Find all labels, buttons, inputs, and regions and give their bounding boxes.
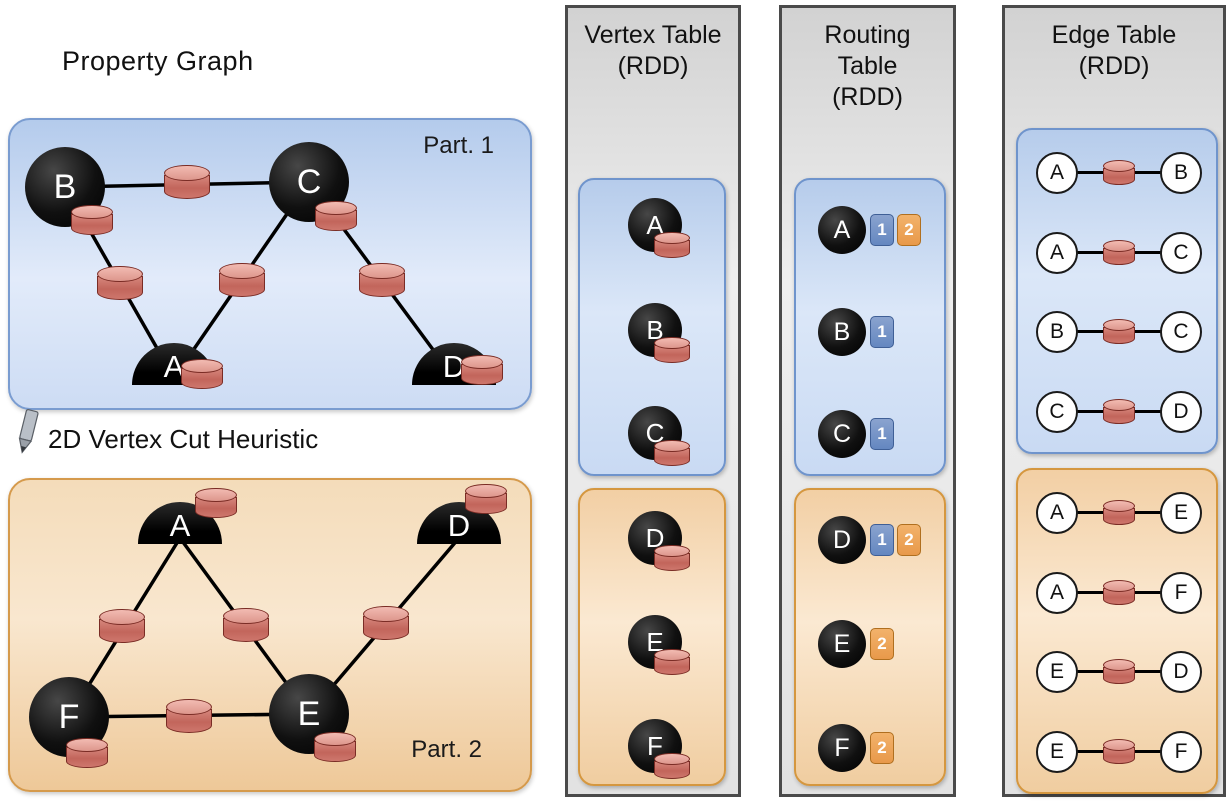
edge-src-vertex: E	[1036, 731, 1078, 773]
routing-row-vertex: C	[818, 410, 866, 458]
edge-property-cylinder	[1103, 580, 1135, 605]
partition-badge: 1	[870, 316, 894, 348]
partition-badge: 1	[870, 214, 894, 246]
routing-row-vertex: D	[818, 516, 866, 564]
pencil-icon	[18, 409, 39, 454]
edge-src-vertex: A	[1036, 492, 1078, 534]
routing-table-partition2-box: D 1 2 E 2 F 2	[794, 488, 946, 786]
edge-property-cylinder	[1103, 399, 1135, 424]
routing-row-vertex: B	[818, 308, 866, 356]
partition-badge: 1	[870, 418, 894, 450]
edge-property-cylinder	[219, 263, 265, 297]
vertex-property-cylinder	[181, 359, 223, 389]
partition-badge: 2	[897, 524, 921, 556]
edge-property-cylinder	[99, 609, 145, 643]
edge-src-vertex: C	[1036, 391, 1078, 433]
partition-badge: 2	[897, 214, 921, 246]
routing-table-panel: Routing Table (RDD) A 1 2 B 1 C 1 D 1 2 …	[779, 5, 956, 797]
vertex-property-cylinder	[654, 337, 690, 363]
routing-row-vertex: E	[818, 620, 866, 668]
edge-property-cylinder	[363, 606, 409, 640]
vertex-table-partition1-box: A B C	[578, 178, 726, 476]
edge-dst-vertex: C	[1160, 311, 1202, 353]
partition-badge: 2	[870, 732, 894, 764]
vertex-property-cylinder	[654, 545, 690, 571]
edge-dst-vertex: D	[1160, 651, 1202, 693]
vertex-e-part2: E	[269, 674, 349, 754]
vertex-b-part1: B	[25, 147, 105, 227]
edge-property-cylinder	[1103, 319, 1135, 344]
partition-1-label: Part. 1	[423, 132, 494, 159]
edge-row: B C	[1018, 310, 1220, 354]
vertex-property-cylinder	[465, 484, 507, 514]
edge-src-vertex: E	[1036, 651, 1078, 693]
routing-row-vertex: F	[818, 724, 866, 772]
edge-property-cylinder	[166, 699, 212, 733]
edge-property-cylinder	[223, 608, 269, 642]
vertex-property-cylinder	[66, 738, 108, 768]
edge-src-vertex: A	[1036, 572, 1078, 614]
property-graph-title: Property Graph	[62, 46, 254, 76]
edge-table-title: Edge Table (RDD)	[1051, 21, 1177, 80]
vertex-property-cylinder	[195, 488, 237, 518]
partition-1-box: Part. 1 B C A D	[8, 118, 532, 410]
partition-badge: 2	[870, 628, 894, 660]
edge-dst-vertex: E	[1160, 492, 1202, 534]
vertex-table-title: Vertex Table (RDD)	[584, 21, 722, 80]
edge-dst-vertex: F	[1160, 572, 1202, 614]
vertex-property-cylinder	[654, 232, 690, 258]
vertex-property-cylinder	[314, 732, 356, 762]
edge-row: A C	[1018, 231, 1220, 275]
edge-table-panel: Edge Table (RDD) A B A C B C	[1002, 5, 1226, 797]
vertex-property-cylinder	[654, 440, 690, 466]
edge-row: A B	[1018, 151, 1220, 195]
routing-table-partition1-box: A 1 2 B 1 C 1	[794, 178, 946, 476]
vertex-property-cylinder	[461, 355, 503, 385]
edge-dst-vertex: F	[1160, 731, 1202, 773]
partition-2-box: Part. 2 A D F E	[8, 478, 532, 792]
vertex-table-partition2-box: D E F	[578, 488, 726, 786]
partition-badge: 1	[870, 524, 894, 556]
edge-src-vertex: A	[1036, 152, 1078, 194]
edge-property-cylinder	[97, 266, 143, 300]
edge-row: A E	[1018, 491, 1220, 535]
edge-property-cylinder	[1103, 240, 1135, 265]
vertex-cut-annotation: 2D Vertex Cut Heuristic	[48, 424, 319, 454]
edge-property-cylinder	[164, 165, 210, 199]
vertex-property-cylinder	[654, 649, 690, 675]
edge-dst-vertex: D	[1160, 391, 1202, 433]
vertex-table-panel: Vertex Table (RDD) A B C D E F	[565, 5, 741, 797]
edge-row: E F	[1018, 730, 1220, 774]
edge-property-cylinder	[359, 263, 405, 297]
edge-src-vertex: B	[1036, 311, 1078, 353]
edge-row: C D	[1018, 390, 1220, 434]
vertex-property-cylinder	[71, 205, 113, 235]
vertex-property-cylinder	[315, 201, 357, 231]
edge-table-partition2-box: A E A F E D E F	[1016, 468, 1218, 794]
edge-property-cylinder	[1103, 739, 1135, 764]
edge-row: A F	[1018, 571, 1220, 615]
edge-table-partition1-box: A B A C B C C D	[1016, 128, 1218, 454]
edge-dst-vertex: B	[1160, 152, 1202, 194]
edge-property-cylinder	[1103, 160, 1135, 185]
edge-property-cylinder	[1103, 659, 1135, 684]
routing-table-title: Routing Table (RDD)	[824, 21, 911, 111]
partition-2-label: Part. 2	[411, 736, 482, 763]
edge-src-vertex: A	[1036, 232, 1078, 274]
edge-row: E D	[1018, 650, 1220, 694]
routing-row-vertex: A	[818, 206, 866, 254]
edge-dst-vertex: C	[1160, 232, 1202, 274]
edge-property-cylinder	[1103, 500, 1135, 525]
vertex-property-cylinder	[654, 753, 690, 779]
